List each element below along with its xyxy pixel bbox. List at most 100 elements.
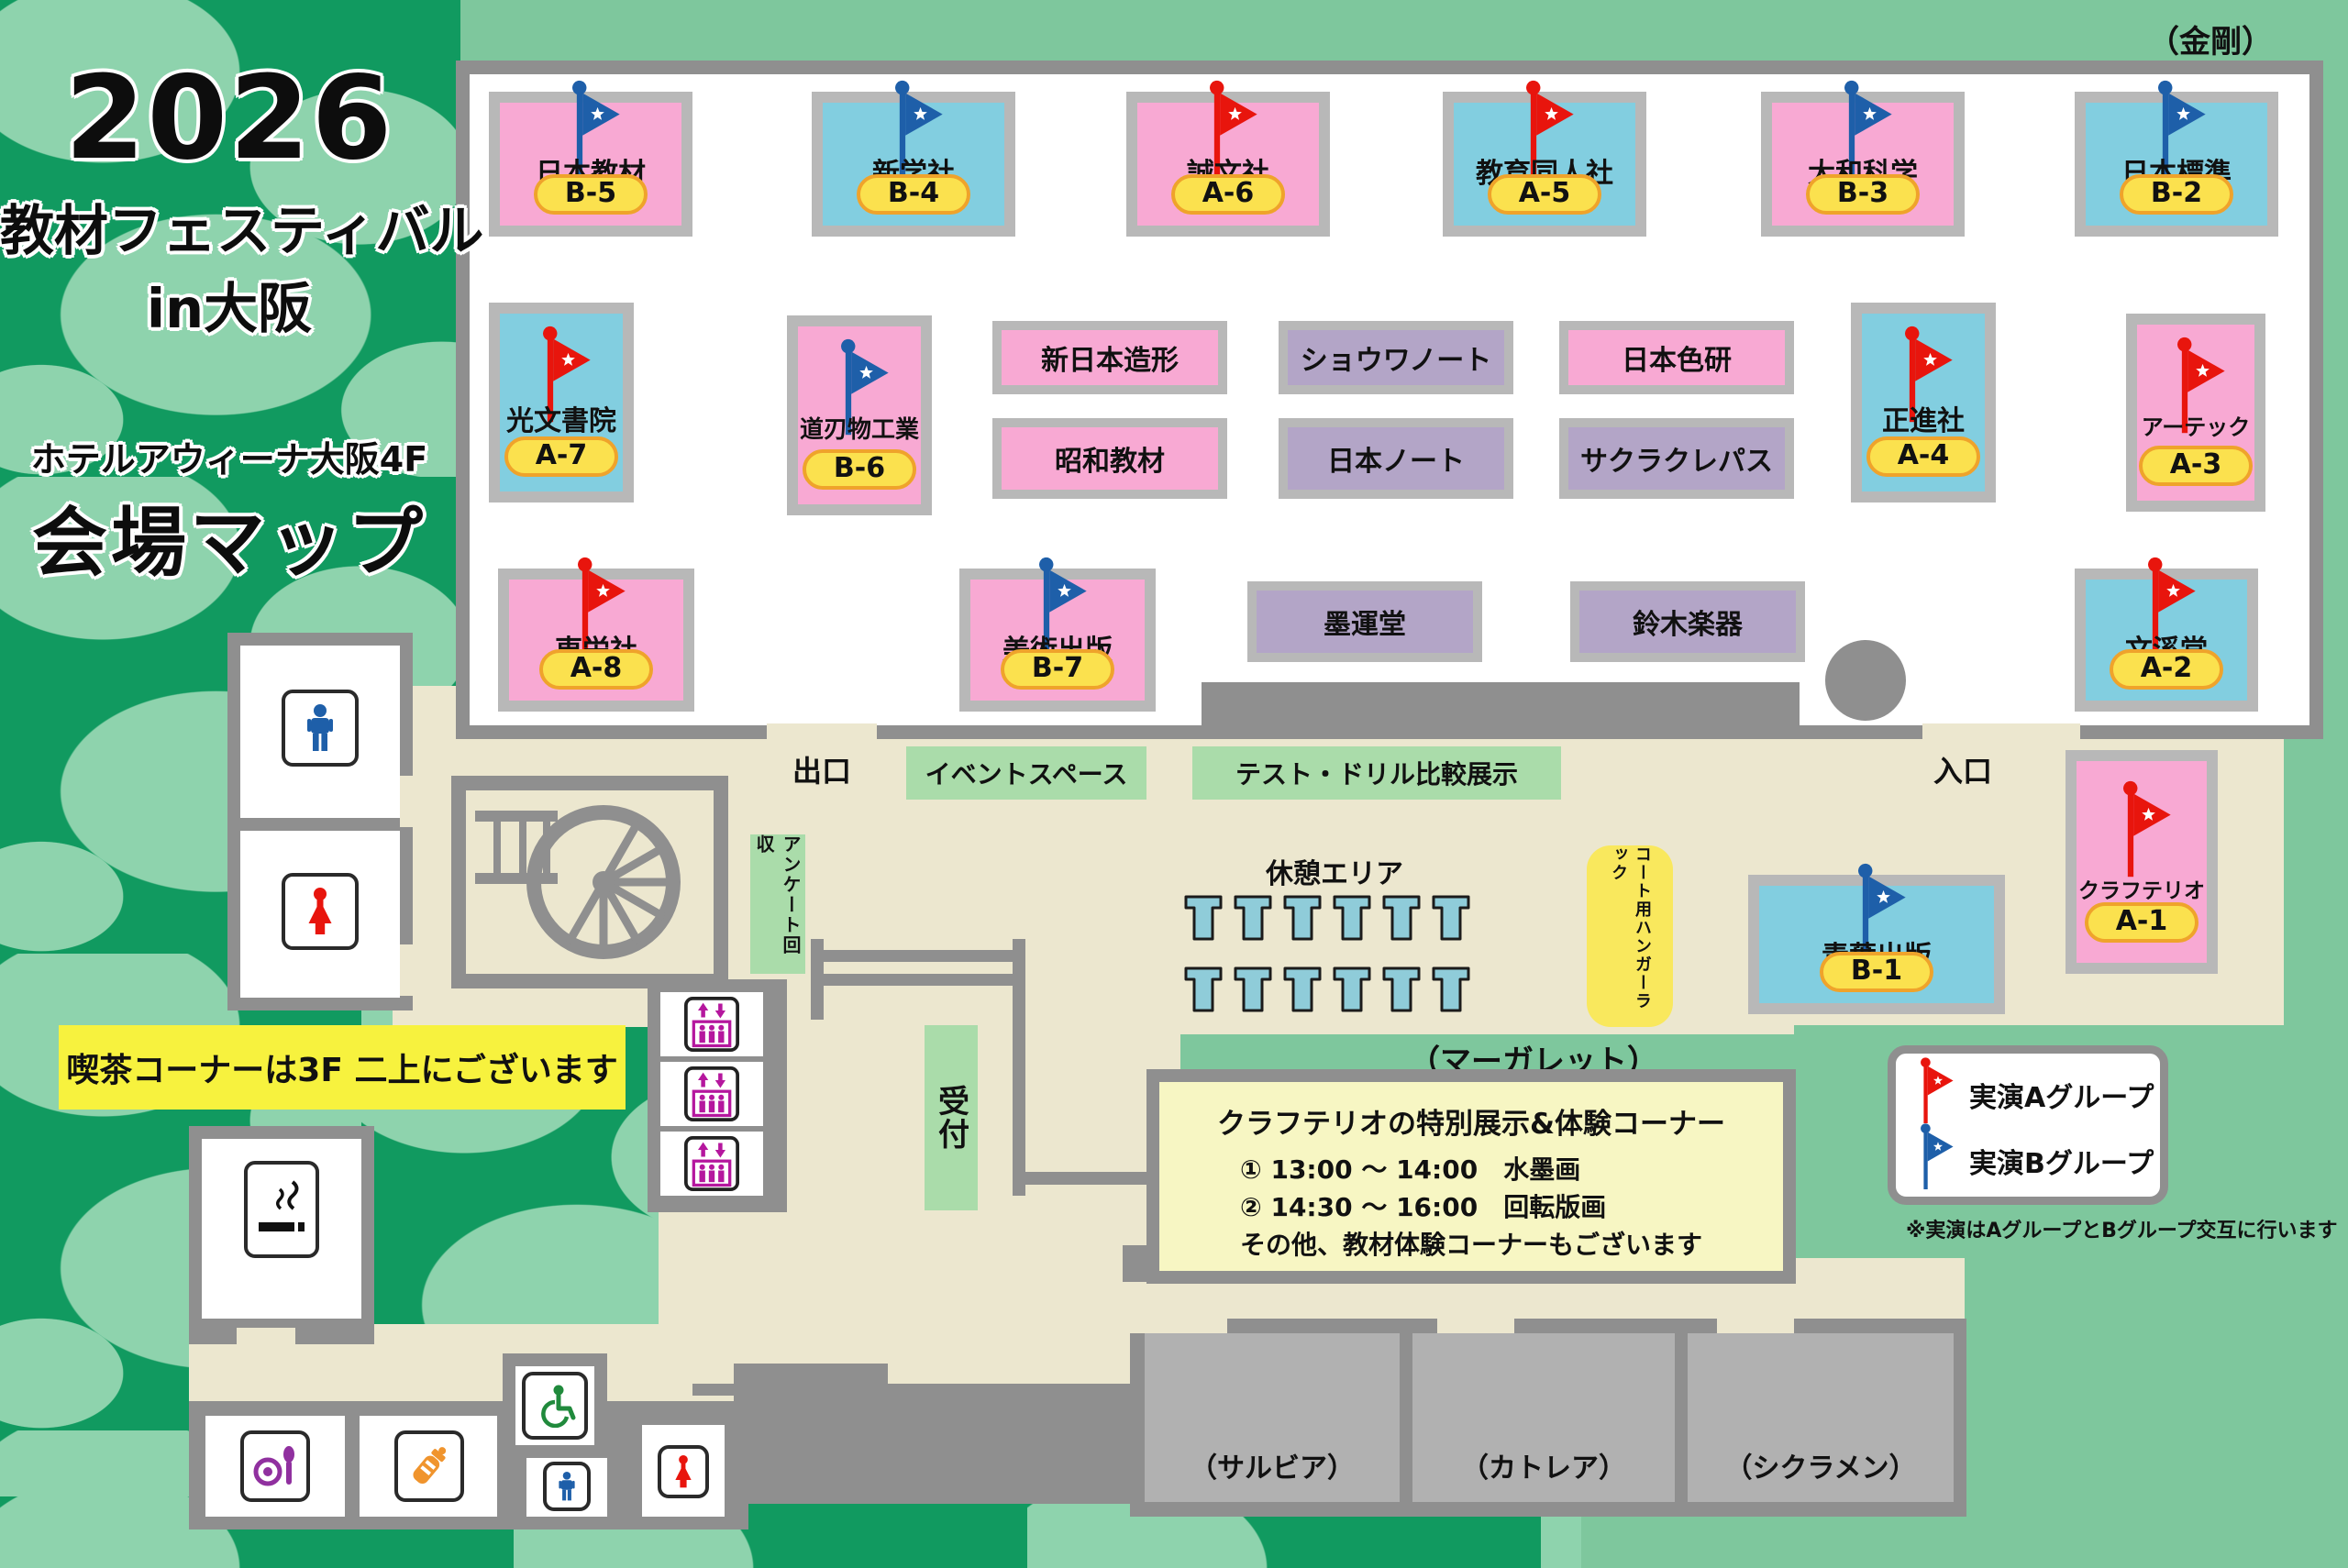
mens-toilet-sign-small bbox=[543, 1462, 591, 1511]
entrance-label: 入口 bbox=[1933, 754, 1992, 789]
legend-note: ※実演はAグループとBグループ交互に行います bbox=[1906, 1220, 2338, 1242]
group-a-flag-icon bbox=[1905, 326, 1953, 423]
mens-toilet-icon bbox=[307, 704, 333, 751]
booth-number-badge: A-7 bbox=[504, 436, 618, 477]
partition-wall bbox=[1013, 1172, 1150, 1185]
special-exhibit-title: クラフテリオの特別展示&体験コーナー bbox=[1216, 1108, 1726, 1141]
salvia-room: （サルビア） bbox=[1145, 1333, 1400, 1502]
booth: 日本色研 bbox=[1559, 321, 1794, 394]
booth: 鈴木楽器 bbox=[1570, 581, 1805, 662]
booth-a-2: 文溪堂A-2 bbox=[2075, 557, 2258, 712]
booth-a-5: 教育同人社A-5 bbox=[1443, 80, 1646, 237]
rest-area-chair bbox=[1381, 895, 1422, 941]
event-space-zone: イベントスペース bbox=[906, 746, 1146, 800]
smoking-sign bbox=[244, 1161, 319, 1258]
title-location: in大阪 bbox=[146, 277, 313, 340]
powder-room-icon bbox=[253, 1446, 294, 1486]
survey-collection-label: アンケート回収 bbox=[753, 834, 802, 955]
booth-number-badge: B-5 bbox=[534, 174, 648, 215]
booth-number-badge: A-8 bbox=[539, 649, 653, 690]
booth-number-badge: A-3 bbox=[2139, 446, 2253, 486]
booth: 墨運堂 bbox=[1247, 581, 1482, 662]
booth-number-badge: B-1 bbox=[1820, 952, 1933, 992]
chair-icon bbox=[1184, 895, 1223, 941]
booth-number-badge: A-5 bbox=[1488, 174, 1601, 215]
coat-rack-label: コート用ハンガーラック bbox=[1609, 845, 1652, 1010]
booth-name: 新日本造形 bbox=[1041, 345, 1179, 377]
smoking-room-door bbox=[237, 1328, 295, 1346]
booth-number-badge: B-2 bbox=[2120, 174, 2233, 215]
booth-flag bbox=[2174, 336, 2227, 438]
mens-toilet-icon bbox=[559, 1472, 575, 1501]
booth-flag bbox=[2120, 779, 2173, 882]
booth-name: 鈴木楽器 bbox=[1633, 609, 1743, 641]
group-b-flag-icon bbox=[572, 80, 620, 177]
elevator-icon bbox=[684, 1066, 739, 1121]
legend-group-a-label: 実演Aグループ bbox=[1969, 1082, 2154, 1114]
booth-flag bbox=[539, 325, 593, 427]
booth-number-badge: B-3 bbox=[1806, 174, 1920, 215]
spiral-staircase-icon bbox=[475, 805, 681, 959]
rest-area-chair bbox=[1332, 966, 1372, 1012]
group-a-flag-icon bbox=[2148, 557, 2196, 654]
womens-toilet-icon bbox=[308, 888, 332, 934]
special-exhibit-line: その他、教材体験コーナーもございます bbox=[1240, 1230, 1703, 1260]
kongo-room-label: （金剛） bbox=[2148, 24, 2273, 61]
group-a-flag-icon bbox=[1526, 80, 1574, 177]
booth-b-2: 日本標準B-2 bbox=[2075, 80, 2278, 237]
elevator-icon bbox=[684, 997, 739, 1052]
reception-zone: 受付 bbox=[925, 1025, 978, 1210]
railing-bar bbox=[824, 950, 1016, 962]
stage-wall bbox=[1202, 682, 1800, 728]
group-b-flag-icon bbox=[2158, 80, 2206, 177]
cafe-banner: 喫茶コーナーは3F 二上にございます bbox=[59, 1025, 626, 1110]
nursing-room-icon bbox=[413, 1447, 447, 1485]
chair-icon bbox=[1283, 895, 1322, 941]
group-b-flag-icon bbox=[1921, 1122, 1954, 1189]
booth-b-3: 大和科学B-3 bbox=[1761, 80, 1965, 237]
partition-wall bbox=[1013, 939, 1025, 1196]
exit-opening bbox=[767, 723, 877, 741]
booth-number-badge: A-1 bbox=[2085, 902, 2198, 943]
group-b-flag-icon bbox=[1844, 80, 1892, 177]
booth-flag bbox=[1841, 79, 1894, 182]
booth-name: アーテック bbox=[2141, 414, 2251, 440]
booth-flag bbox=[574, 556, 627, 658]
booth-b-5: 日本教材B-5 bbox=[489, 80, 692, 237]
booth-number-badge: B-6 bbox=[803, 449, 916, 490]
booth-flag bbox=[1855, 862, 1908, 965]
legend-flag-a bbox=[1918, 1056, 1955, 1134]
group-a-flag-icon bbox=[1210, 80, 1257, 177]
chair-icon bbox=[1432, 895, 1470, 941]
legend: 実演Aグループ 実演Bグループ bbox=[1888, 1045, 2168, 1205]
rest-area-chair bbox=[1183, 895, 1224, 941]
powder-room-sign bbox=[240, 1430, 310, 1502]
group-a-flag-icon bbox=[1921, 1056, 1954, 1123]
booth-name: 道刃物工業 bbox=[799, 416, 919, 444]
nursing-room-sign bbox=[394, 1430, 464, 1502]
group-a-flag-icon bbox=[578, 557, 626, 654]
booth-name: 日本ノート bbox=[1327, 446, 1465, 478]
booth-name: クラフテリオ bbox=[2078, 879, 2205, 903]
group-b-flag-icon bbox=[895, 80, 943, 177]
booth-name: サクラクレパス bbox=[1580, 446, 1773, 478]
conference-door-gap bbox=[1437, 1319, 1514, 1333]
booth-number-badge: A-4 bbox=[1866, 436, 1980, 477]
booth: ショウワノート bbox=[1279, 321, 1513, 394]
booth-flag bbox=[1206, 79, 1259, 182]
elevator-icon bbox=[684, 1136, 739, 1191]
rest-area-chair bbox=[1282, 966, 1323, 1012]
booth-name: 日本色研 bbox=[1622, 345, 1732, 377]
wheelchair-icon bbox=[541, 1385, 576, 1428]
group-a-flag-icon bbox=[2123, 780, 2171, 878]
booth-number-badge: B-7 bbox=[1001, 649, 1114, 690]
test-drill-label: テスト・ドリル比較展示 bbox=[1235, 759, 1518, 790]
chair-icon bbox=[1333, 966, 1371, 1012]
group-b-flag-icon bbox=[1039, 557, 1087, 654]
chair-icon bbox=[1184, 966, 1223, 1012]
cyclamen-room: （シクラメン） bbox=[1688, 1333, 1954, 1502]
booth-a-6: 誠文社A-6 bbox=[1126, 80, 1330, 237]
womens-toilet-sign-small bbox=[658, 1445, 709, 1498]
booth-name: 墨運堂 bbox=[1324, 609, 1406, 641]
elevator-cell bbox=[660, 1132, 763, 1196]
